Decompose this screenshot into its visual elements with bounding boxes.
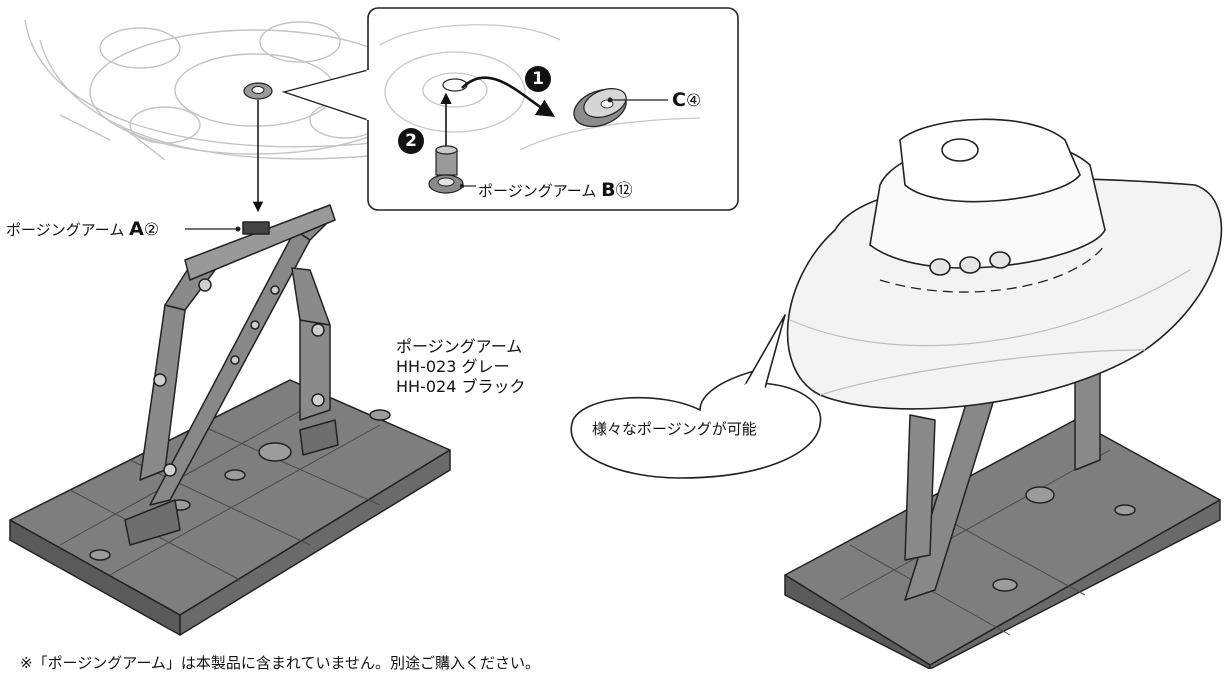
part-c-label: C④ (672, 89, 701, 111)
arm-b-number: ⑫ (615, 181, 633, 201)
flying-saucer (786, 118, 1223, 410)
product-gray: HH-023 グレー (396, 357, 510, 376)
saucer-mount-socket (243, 82, 273, 100)
right-posing-arm (784, 367, 1221, 669)
arm-b-prefix: ポージングアーム (478, 182, 597, 200)
footnote: ※「ポージングアーム」は本製品に含まれていません。別途ご購入ください。 (20, 654, 541, 672)
product-info: ポージングアーム HH-023 グレー HH-024 ブラック (396, 337, 525, 397)
step-2-badge: 2 (398, 128, 424, 154)
arm-a-number: ② (143, 220, 160, 240)
arm-a-label: ポージングアーム A② (6, 218, 159, 240)
part-c-letter: C (672, 89, 686, 111)
speech-bubble-text: 様々なポージングが可能 (592, 420, 757, 438)
part-c-number: ④ (685, 91, 702, 111)
detail-callout (281, 7, 739, 211)
step-1-badge: 1 (525, 66, 551, 92)
part-b12 (428, 145, 464, 194)
arm-a-letter: A (129, 218, 144, 240)
arm-b-label: ポージングアーム B⑫ (478, 176, 633, 201)
left-posing-arm (9, 204, 451, 636)
speech-bubble-shape (570, 369, 822, 479)
product-title: ポージングアーム (396, 337, 523, 356)
arm-b-letter: B (601, 179, 616, 201)
part-c4 (573, 88, 627, 128)
product-black: HH-024 ブラック (396, 377, 526, 396)
saucer-underside (24, 19, 421, 161)
arm-a-prefix: ポージングアーム (6, 221, 125, 239)
